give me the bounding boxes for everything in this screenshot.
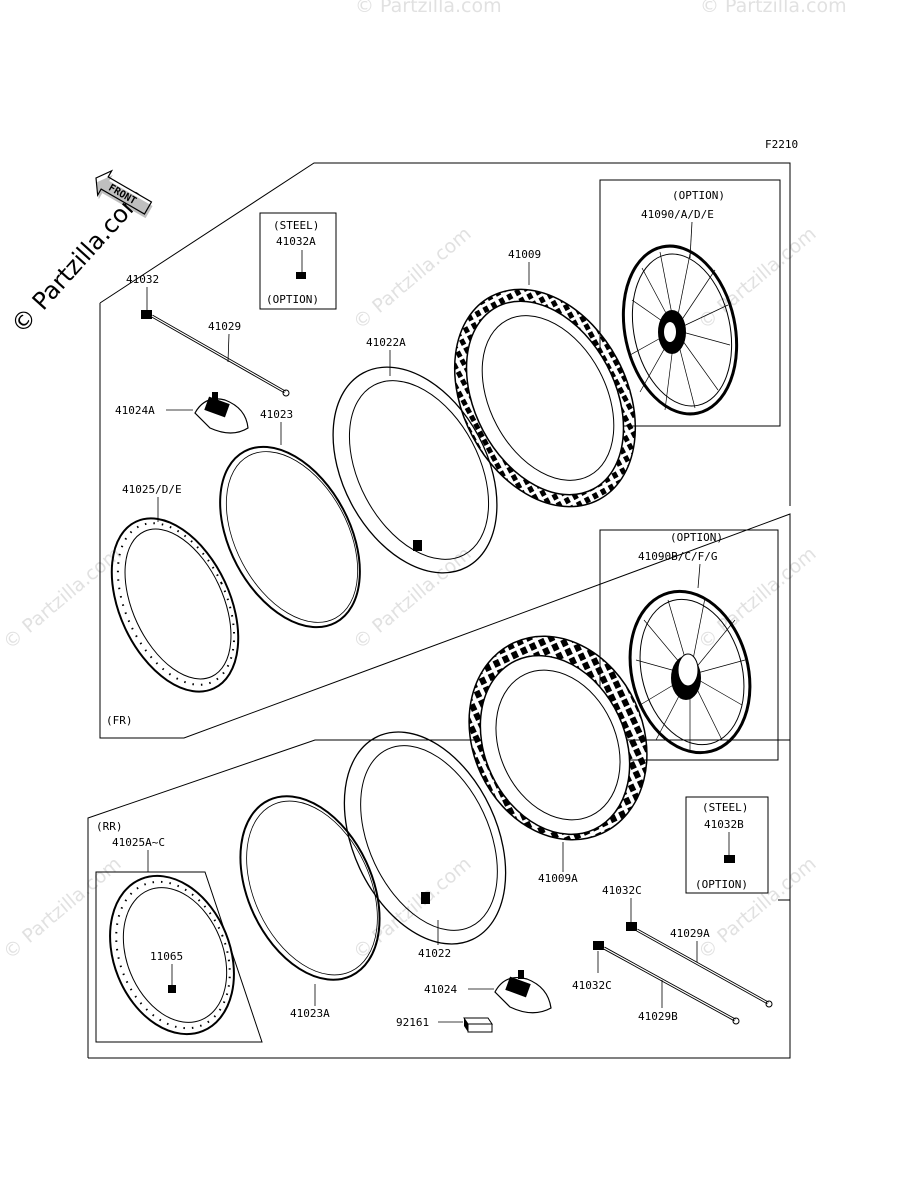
option-label: (OPTION)	[266, 293, 319, 306]
part-number-label: 41032C	[572, 979, 612, 992]
rear-rim-box	[95, 871, 263, 1043]
watermark-text: © Partzilla.com	[694, 223, 820, 334]
watermark-text: © Partzilla.com	[349, 223, 475, 334]
steel-rear-option-box	[685, 796, 769, 894]
section-label-front: (FR)	[106, 714, 133, 727]
part-number-label: 41032C	[602, 884, 642, 897]
valve-cap-icon	[296, 272, 306, 279]
washer-block-icon	[463, 1017, 493, 1033]
front-spoke-wheel	[621, 244, 739, 416]
part-number-label: 41025/D/E	[122, 483, 182, 496]
option-label: (STEEL)	[273, 219, 319, 232]
steel-front-option-box	[259, 212, 337, 310]
part-number-label: 41029B	[638, 1010, 678, 1023]
part-number-label: 41022	[418, 947, 451, 960]
part-number-label: 41032A	[276, 235, 316, 248]
rim-lock-icon	[494, 970, 552, 1014]
front-rim-icon	[110, 517, 240, 693]
spoke-nipple-icon	[141, 310, 152, 319]
rear-spoke-wheel	[628, 589, 752, 755]
rear-wheel-option-box	[599, 529, 779, 761]
front-wheel-option-box	[599, 179, 781, 427]
option-label: (OPTION)	[672, 189, 725, 202]
front-section-frame	[99, 162, 791, 760]
option-label: (OPTION)	[670, 531, 723, 544]
part-number-label: 41009	[508, 248, 541, 261]
valve-cap-icon	[724, 855, 735, 863]
front-arrow-icon: FRONT	[95, 169, 153, 219]
section-label-rear: (RR)	[96, 820, 123, 833]
part-number-label: 41009A	[538, 872, 578, 885]
rear-inner-tube-icon	[343, 731, 507, 945]
part-number-label: 41022A	[366, 336, 406, 349]
rim-lock-icon	[194, 392, 249, 434]
part-number-label: 41023	[260, 408, 293, 421]
watermark-text: © Partzilla.com	[0, 853, 126, 964]
watermark-text: © Partzilla.com	[0, 543, 126, 654]
rim-band-icon	[219, 445, 361, 629]
part-number-label: 41029	[208, 320, 241, 333]
front-tire-icon	[453, 288, 637, 508]
part-number-label: 92161	[396, 1016, 429, 1029]
watermark-text: © Partzilla.com	[355, 0, 502, 17]
part-number-label: 41023A	[290, 1007, 330, 1020]
watermark-text: © Partzilla.com	[349, 853, 475, 964]
rear-rim-icon	[109, 874, 235, 1036]
option-label: (STEEL)	[702, 801, 748, 814]
part-number-label: 41032B	[704, 818, 744, 831]
spoke-nipple-icon	[626, 922, 637, 931]
spoke-nipple-icon	[593, 941, 604, 950]
part-number-label: 41090B/C/F/G	[638, 550, 717, 563]
option-label: (OPTION)	[695, 878, 748, 891]
part-number-label: 41024A	[115, 404, 155, 417]
part-number-label: 41032	[126, 273, 159, 286]
diagram-code: F2210	[765, 138, 798, 151]
watermark-text: © Partzilla.com	[694, 853, 820, 964]
part-number-label: 41090/A/D/E	[641, 208, 714, 221]
rear-rim-band-icon	[239, 795, 381, 981]
part-number-label: 41029A	[670, 927, 710, 940]
part-number-label: 41024	[424, 983, 457, 996]
rear-tire-icon	[468, 635, 648, 841]
watermark-text: © Partzilla.com	[700, 0, 847, 17]
rim-nut-icon	[168, 985, 176, 993]
part-number-label: 41025A~C	[112, 836, 165, 849]
part-number-label: 11065	[150, 950, 183, 963]
